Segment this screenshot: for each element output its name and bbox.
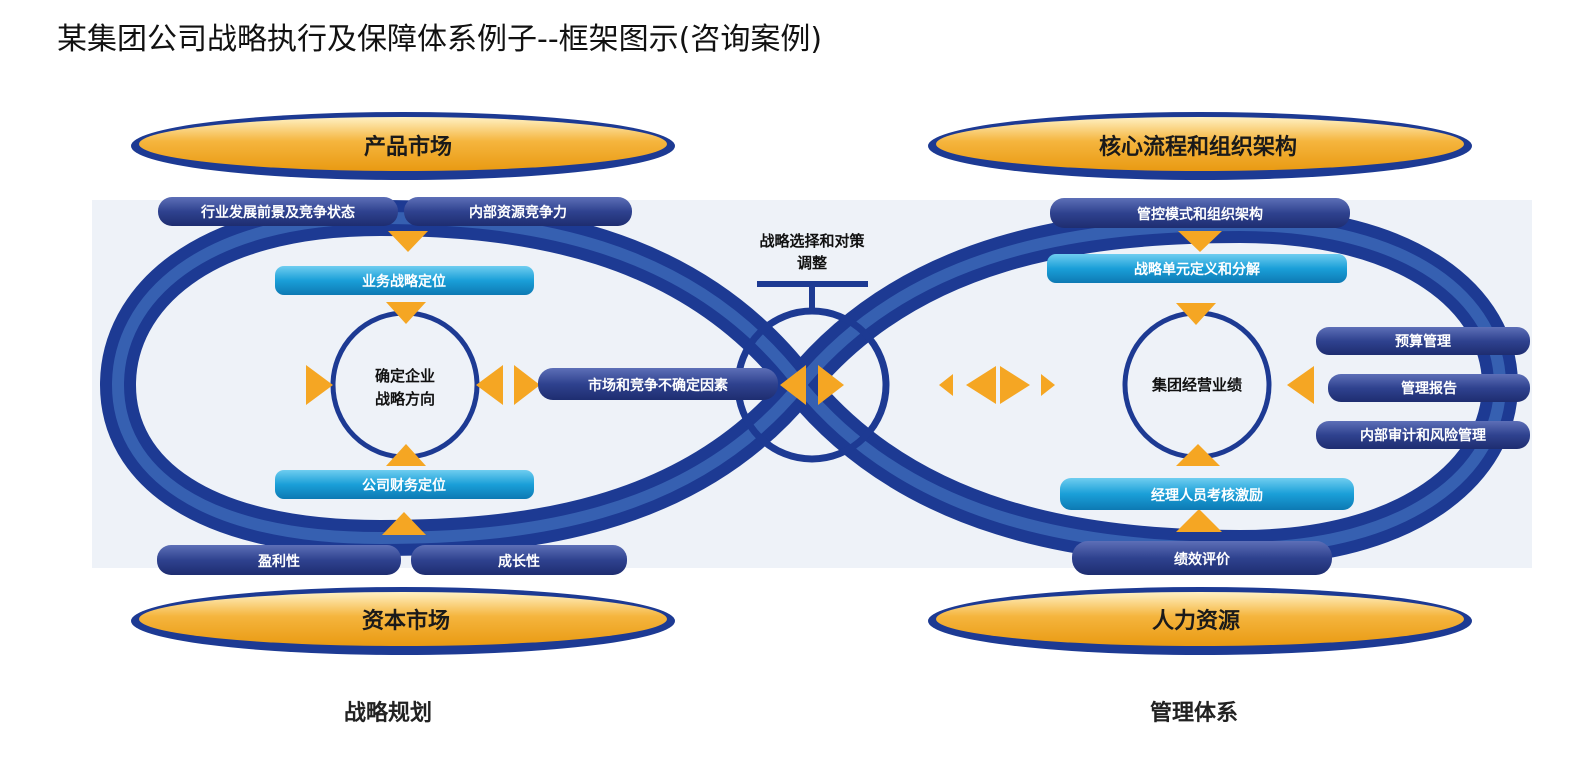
right-side-pill-3: 内部审计和风险管理 [1316, 421, 1530, 449]
left-top-pill-1-label: 行业发展前景及竞争状态 [200, 204, 355, 221]
left-bottom-pill-1: 盈利性 [157, 545, 401, 575]
arrow-up-icon [386, 444, 426, 466]
oval-top-right-label: 核心流程和组织架构 [1099, 134, 1297, 160]
arrow-up-icon [1176, 509, 1222, 532]
right-side-pill-2: 管理报告 [1328, 374, 1530, 402]
left-lower-box: 公司财务定位 [275, 470, 534, 499]
right-lower-box-label: 经理人员考核激励 [1151, 487, 1263, 504]
oval-bottom-left: 资本市场 [131, 587, 675, 655]
left-side-pill: 市场和竞争不确定因素 [538, 368, 778, 400]
arrow-right-icon [1000, 366, 1030, 404]
right-side-pill-2-label: 管理报告 [1401, 380, 1457, 397]
arrow-down-icon [1176, 303, 1216, 325]
right-upper-box-label: 战略单元定义和分解 [1134, 261, 1260, 278]
oval-bottom-right-label: 人力资源 [1152, 609, 1240, 634]
right-lower-box: 经理人员考核激励 [1060, 478, 1354, 510]
arrow-down-icon [388, 231, 428, 252]
arrow-left-icon [476, 365, 503, 405]
orange-arrows [306, 231, 1314, 535]
oval-top-left-label: 产品市场 [364, 134, 452, 160]
arrow-up-icon [382, 512, 426, 535]
arrow-right-icon [1041, 374, 1055, 396]
left-top-pill-2: 内部资源竞争力 [404, 197, 632, 226]
arrow-left-icon [1287, 366, 1314, 404]
oval-top-left: 产品市场 [131, 112, 675, 180]
arrow-left-icon [939, 374, 953, 396]
right-side-pill-1: 预算管理 [1316, 327, 1530, 355]
left-top-pill-2-label: 内部资源竞争力 [469, 204, 567, 221]
arrow-down-icon [386, 302, 426, 324]
arrow-right-icon [818, 365, 844, 405]
arrow-right-icon [306, 365, 333, 405]
right-side-pill-3-label: 内部审计和风险管理 [1360, 427, 1486, 444]
right-side-pill-1-label: 预算管理 [1395, 333, 1451, 350]
right-top-pill: 管控模式和组织架构 [1050, 198, 1350, 228]
footer-right-label: 管理体系 [1150, 701, 1239, 726]
left-bottom-pill-1-label: 盈利性 [257, 553, 300, 570]
left-upper-box: 业务战略定位 [275, 266, 534, 295]
right-bottom-pill: 绩效评价 [1072, 541, 1332, 575]
oval-bottom-right: 人力资源 [928, 587, 1472, 655]
footer-left-label: 战略规划 [344, 701, 433, 726]
page-title: 某集团公司战略执行及保障体系例子--框架图示(咨询案例) [57, 22, 823, 57]
arrow-left-icon [780, 365, 806, 405]
left-bottom-pill-2: 成长性 [411, 545, 627, 575]
left-center-line2: 战略方向 [375, 390, 435, 408]
left-top-pill-1: 行业发展前景及竞争状态 [158, 197, 398, 226]
arrow-down-icon [1178, 231, 1222, 252]
right-top-pill-label: 管控模式和组织架构 [1137, 206, 1263, 223]
arrow-right-icon [514, 365, 540, 405]
right-center-label: 集团经营业绩 [1151, 376, 1242, 394]
left-bottom-pill-2-label: 成长性 [498, 553, 540, 570]
oval-top-right: 核心流程和组织架构 [928, 112, 1472, 180]
left-side-pill-label: 市场和竞争不确定因素 [588, 377, 728, 394]
right-upper-box: 战略单元定义和分解 [1047, 254, 1347, 283]
left-lower-box-label: 公司财务定位 [362, 477, 446, 494]
oval-bottom-left-label: 资本市场 [362, 608, 450, 634]
arrow-left-icon [966, 366, 996, 404]
right-bottom-pill-label: 绩效评价 [1174, 551, 1231, 568]
center-label-line1: 战略选择和对策 [759, 232, 865, 250]
left-upper-box-label: 业务战略定位 [362, 273, 446, 290]
arrow-up-icon [1176, 444, 1220, 466]
left-center-line1: 确定企业 [375, 367, 435, 385]
center-label-line2: 调整 [797, 254, 827, 272]
